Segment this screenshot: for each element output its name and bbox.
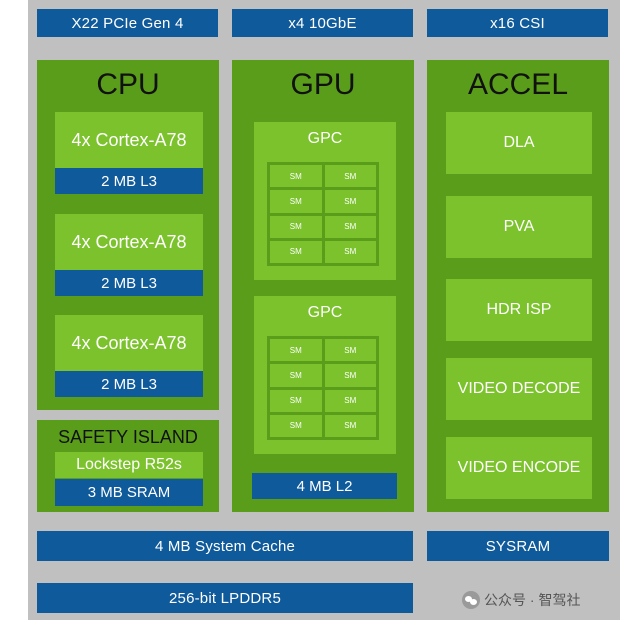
sm-grid: SM SM SM SM SM SM SM SM — [267, 336, 379, 440]
sysram-bar: SYSRAM — [427, 531, 609, 561]
lockstep-core: Lockstep R52s — [55, 452, 203, 478]
sm-unit: SM — [270, 190, 322, 213]
sm-unit: SM — [270, 165, 322, 188]
l3-cache: 2 MB L3 — [55, 168, 203, 194]
accel-hdr-isp: HDR ISP — [446, 279, 592, 341]
io-pcie: X22 PCIe Gen 4 — [37, 9, 218, 37]
accel-block: ACCEL DLA PVA HDR ISP VIDEO DECODE VIDEO… — [427, 60, 609, 512]
sm-unit: SM — [324, 190, 376, 213]
gpc-label: GPC — [307, 304, 343, 321]
sm-unit: SM — [324, 389, 376, 412]
cpu-block: CPU 4x Cortex-A78 2 MB L3 4x Cortex-A78 … — [37, 60, 219, 410]
wechat-icon — [462, 591, 480, 609]
sm-unit: SM — [324, 364, 376, 387]
gpu-block: GPU GPC SM SM SM SM SM SM SM SM GPC SM S… — [232, 60, 414, 512]
sm-unit: SM — [324, 414, 376, 437]
cpu-core-label: 4x Cortex-A78 — [55, 214, 203, 270]
safety-island-title: SAFETY ISLAND — [58, 427, 198, 447]
safety-sram: 3 MB SRAM — [55, 479, 203, 506]
gpu-l2-cache: 4 MB L2 — [252, 473, 397, 499]
safety-island-block: SAFETY ISLAND Lockstep R52s 3 MB SRAM — [37, 420, 219, 512]
accel-title: ACCEL — [467, 68, 569, 101]
sm-unit: SM — [324, 240, 376, 263]
accel-pva: PVA — [446, 196, 592, 258]
sm-unit: SM — [270, 215, 322, 238]
cpu-core-label: 4x Cortex-A78 — [55, 112, 203, 168]
l3-cache: 2 MB L3 — [55, 270, 203, 296]
io-csi: x16 CSI — [427, 9, 608, 37]
system-cache-bar: 4 MB System Cache — [37, 531, 413, 561]
gpc-block: GPC SM SM SM SM SM SM SM SM — [254, 122, 396, 280]
sm-unit: SM — [270, 240, 322, 263]
sm-unit: SM — [324, 165, 376, 188]
sm-unit: SM — [324, 215, 376, 238]
gpu-title: GPU — [290, 68, 356, 101]
io-ethernet: x4 10GbE — [232, 9, 413, 37]
cpu-title: CPU — [96, 68, 160, 101]
l3-cache: 2 MB L3 — [55, 371, 203, 397]
accel-video-encode: VIDEO ENCODE — [446, 437, 592, 499]
accel-dla: DLA — [446, 112, 592, 174]
cpu-cluster: 4x Cortex-A78 2 MB L3 — [55, 112, 203, 194]
cpu-core-label: 4x Cortex-A78 — [55, 315, 203, 371]
sm-unit: SM — [324, 339, 376, 362]
sm-unit: SM — [270, 414, 322, 437]
sm-unit: SM — [270, 339, 322, 362]
cpu-cluster: 4x Cortex-A78 2 MB L3 — [55, 315, 203, 397]
watermark: 公众号 · 智驾社 — [462, 588, 622, 612]
lpddr5-memory-bar: 256-bit LPDDR5 — [37, 583, 413, 613]
accel-video-decode: VIDEO DECODE — [446, 358, 592, 420]
sm-unit: SM — [270, 364, 322, 387]
sm-unit: SM — [270, 389, 322, 412]
watermark-text: 公众号 · 智驾社 — [484, 592, 581, 608]
gpc-block: GPC SM SM SM SM SM SM SM SM — [254, 296, 396, 454]
gpc-label: GPC — [307, 130, 343, 147]
sm-grid: SM SM SM SM SM SM SM SM — [267, 162, 379, 266]
cpu-cluster: 4x Cortex-A78 2 MB L3 — [55, 214, 203, 296]
